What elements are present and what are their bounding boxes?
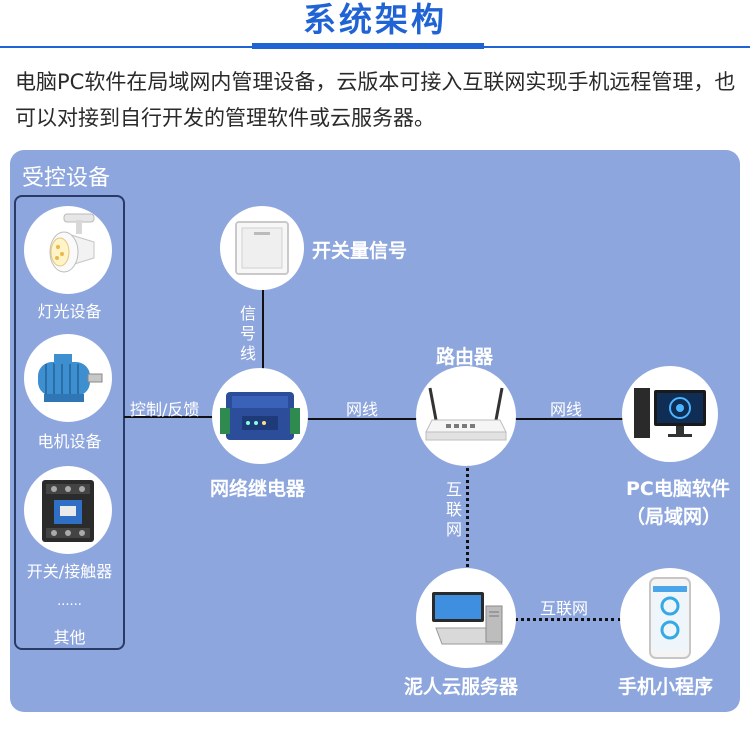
spotlight-icon bbox=[24, 206, 112, 294]
desktop-pc-icon bbox=[622, 366, 718, 462]
node-label-switch-signal: 开关量信号 bbox=[312, 240, 408, 262]
node-label-network-relay: 网络继电器 bbox=[210, 478, 306, 500]
title-underline bbox=[252, 43, 484, 49]
link-switch-relay bbox=[262, 288, 264, 370]
node-label-pc-software: PC电脑软件 bbox=[626, 478, 730, 500]
link-label-ethernet-1: 网线 bbox=[346, 400, 379, 419]
router-icon bbox=[416, 366, 516, 466]
device-label-lighting: 灯光设备 bbox=[37, 302, 102, 321]
device-ellipsis: ...... bbox=[57, 594, 82, 609]
link-label-control-feedback: 控制/反馈 bbox=[130, 400, 200, 419]
contactor-icon bbox=[24, 466, 112, 554]
node-label-cloud-server: 泥人云服务器 bbox=[404, 676, 519, 698]
device-label-motor: 电机设备 bbox=[37, 432, 102, 451]
link-router-server bbox=[466, 463, 469, 591]
intro-text: 电脑PC软件在局域网内管理设备，云版本可接入互联网实现手机远程管理，也可以对接到… bbox=[15, 70, 736, 130]
link-label-internet-vertical: 互联网 bbox=[445, 480, 462, 539]
link-router-pc bbox=[514, 418, 624, 420]
node-label-lan: （局域网） bbox=[626, 506, 722, 528]
smartphone-icon bbox=[620, 568, 720, 668]
network-relay-icon bbox=[212, 368, 308, 464]
device-label-contactor: 开关/接触器 bbox=[26, 562, 113, 581]
link-label-internet: 互联网 bbox=[540, 599, 589, 618]
link-relay-router bbox=[306, 418, 418, 420]
motor-icon bbox=[24, 334, 112, 422]
controlled-devices-title: 受控设备 bbox=[22, 166, 111, 191]
link-label-signal-line: 信号线 bbox=[239, 304, 256, 363]
link-server-phone bbox=[514, 618, 622, 621]
device-label-other: 其他 bbox=[53, 628, 86, 647]
wall-switch-icon bbox=[220, 206, 304, 290]
link-label-ethernet-2: 网线 bbox=[550, 400, 583, 419]
node-label-mini-program: 手机小程序 bbox=[618, 676, 714, 698]
node-label-router: 路由器 bbox=[436, 346, 494, 368]
link-devices-relay bbox=[124, 416, 214, 418]
page-title: 系统架构 bbox=[303, 0, 447, 39]
controlled-devices-group bbox=[14, 195, 125, 650]
server-icon bbox=[416, 568, 516, 668]
